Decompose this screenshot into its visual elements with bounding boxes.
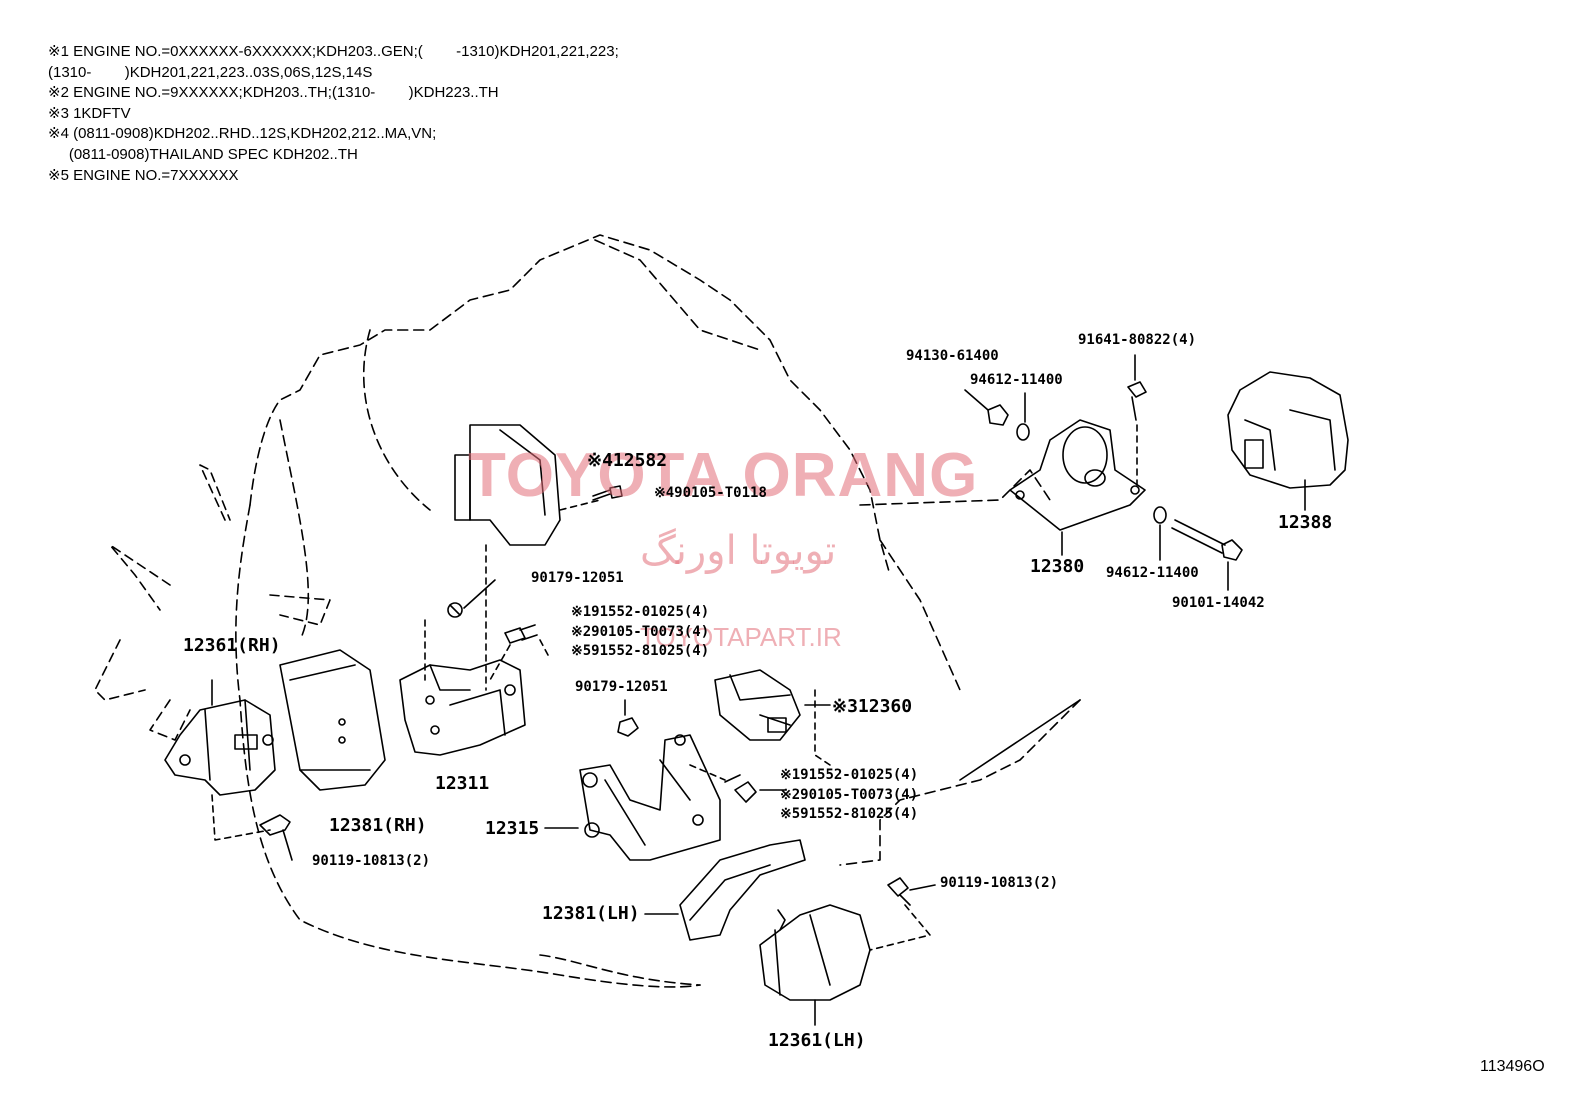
nut-90179-lower — [617, 717, 639, 737]
label-12361-lh[interactable]: 12361(LH) — [768, 1030, 866, 1051]
bolt-90105-t0118 — [592, 485, 623, 501]
shield-12381-lh-shape — [679, 839, 806, 941]
mount-12380-shape — [1009, 419, 1146, 531]
bracket-12582-shape — [454, 424, 561, 546]
label-90105-t0118[interactable]: ※490105-T0118 — [654, 485, 767, 501]
note-line: (0811-0908)THAILAND SPEC KDH202..TH — [48, 145, 358, 163]
note-line: ※1 ENGINE NO.=0XXXXXX-6XXXXXX;KDH203..GE… — [48, 43, 619, 60]
bolt-91641 — [1127, 381, 1147, 421]
bracket-12360-shape — [714, 669, 801, 741]
label-12582[interactable]: ※412582 — [587, 450, 668, 471]
watermark-site: TOYOTAPART.IR — [640, 622, 842, 652]
watermark-persian: تویوتا اورنگ — [640, 528, 837, 574]
bolt-91552-upper — [504, 624, 538, 644]
label-90179-12051-upper[interactable]: 90179-12051 — [531, 570, 624, 586]
label-91552-81025-upper[interactable]: ※591552-81025(4) — [571, 643, 710, 659]
label-12360[interactable]: ※312360 — [832, 696, 913, 717]
label-94130-61400[interactable]: 94130-61400 — [906, 348, 999, 364]
note-line: ※3 1KDFTV — [48, 104, 131, 122]
label-91552-01025-upper[interactable]: ※191552-01025(4) — [571, 604, 710, 620]
label-90105-t0073-lower[interactable]: ※290105-T0073(4) — [780, 787, 919, 803]
label-91641-80822[interactable]: 91641-80822(4) — [1078, 332, 1197, 348]
label-12381-rh[interactable]: 12381(RH) — [329, 815, 427, 836]
label-91552-01025-lower[interactable]: ※191552-01025(4) — [780, 767, 919, 783]
nut-94130 — [987, 404, 1009, 426]
shield-12381-rh-shape — [279, 649, 386, 791]
nut-90179-upper — [447, 602, 463, 618]
note-line: ※5 ENGINE NO.=7XXXXXX — [48, 166, 239, 184]
note-line: (1310- )KDH201,221,223..03S,06S,12S,14S — [48, 63, 373, 81]
washer-94612-upper — [1016, 423, 1030, 441]
washer-94612-lower — [1153, 506, 1167, 524]
label-90101-14042[interactable]: 90101-14042 — [1172, 595, 1265, 611]
label-90179-12051-lower[interactable]: 90179-12051 — [575, 679, 668, 695]
label-90105-t0073-upper[interactable]: ※290105-T0073(4) — [571, 624, 710, 640]
engine-outline — [235, 234, 1081, 988]
label-90119-10813-rh[interactable]: 90119-10813(2) — [312, 853, 431, 869]
note-line: ※4 (0811-0908)KDH202..RHD..12S,KDH202,21… — [48, 125, 437, 143]
label-12311[interactable]: 12311 — [435, 773, 490, 794]
label-90119-10813-lh[interactable]: 90119-10813(2) — [940, 875, 1059, 891]
label-94612-11400-lower[interactable]: 94612-11400 — [1106, 565, 1199, 581]
watermark-latin: TOYOTA ORANG — [468, 441, 979, 510]
label-94612-11400-upper[interactable]: 94612-11400 — [970, 372, 1063, 388]
bolt-90119-rh — [259, 814, 291, 836]
label-12361-rh[interactable]: 12361(RH) — [183, 635, 281, 656]
figure-number: 113496O — [1480, 1058, 1545, 1075]
label-91552-81025-lower[interactable]: ※591552-81025(4) — [780, 806, 919, 822]
bolt-90101 — [1171, 519, 1243, 561]
part-12388-shape — [1227, 371, 1349, 489]
note-line: ※2 ENGINE NO.=9XXXXXX;KDH203..TH;(1310- … — [48, 84, 499, 102]
fan-outline — [94, 464, 331, 741]
label-12315[interactable]: 12315 — [485, 818, 540, 839]
bracket-12315-shape — [579, 734, 721, 861]
label-12381-lh[interactable]: 12381(LH) — [542, 903, 640, 924]
bolt-91552-lower — [724, 774, 757, 803]
insulator-12361-rh-shape — [164, 699, 276, 796]
label-12388[interactable]: 12388 — [1278, 512, 1333, 533]
applicability-notes: ※1 ENGINE NO.=0XXXXXX-6XXXXXX;KDH203..GE… — [48, 42, 619, 186]
label-12380[interactable]: 12380 — [1030, 556, 1085, 577]
bolt-90119-lh — [887, 877, 911, 906]
insulator-12361-lh-shape — [759, 904, 871, 1001]
bracket-12311-shape — [399, 659, 526, 756]
